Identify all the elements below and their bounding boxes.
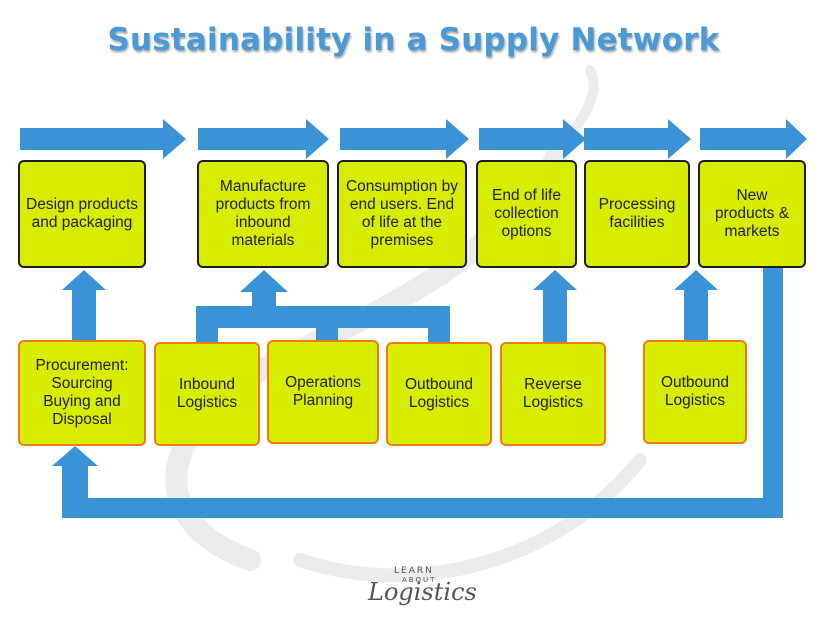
function-procurement: Procurement: Sourcing Buying and Disposa… [18, 340, 146, 446]
up-arrow-reverse [533, 270, 577, 342]
flow-arrow-1 [20, 119, 186, 159]
function-outbound-logistics: Outbound Logistics [386, 342, 492, 446]
function-reverse-logistics: Reverse Logistics [500, 342, 606, 446]
flow-arrow-5 [584, 119, 691, 159]
return-loop-up [52, 446, 98, 518]
stage-end-of-life: End of life collection options [476, 160, 577, 268]
stage-new-products: New products & markets [698, 160, 806, 268]
function-outbound-logistics-2: Outbound Logistics [643, 340, 747, 444]
stage-design: Design products and packaging [18, 160, 146, 268]
function-operations-planning: Operations Planning [267, 340, 379, 444]
logo-wordmark: Logistics [368, 578, 477, 606]
up-arrow-procurement [62, 270, 106, 340]
connector-operations [316, 306, 338, 340]
flow-arrow-4 [479, 119, 586, 159]
page-title: Sustainability in a Supply Network [107, 22, 720, 58]
logo-learn: LEARN [394, 566, 434, 576]
stage-consumption: Consumption by end users. End of life at… [337, 160, 467, 268]
return-loop-down [763, 268, 783, 518]
flow-arrow-3 [340, 119, 469, 159]
function-inbound-logistics: Inbound Logistics [154, 342, 260, 446]
flow-arrow-2 [198, 119, 329, 159]
logo-about: ABOUT [402, 576, 437, 584]
stage-processing: Processing facilities [584, 160, 690, 268]
return-loop-bottom [62, 498, 783, 518]
connector-outbound [428, 306, 450, 346]
stage-manufacture: Manufacture products from inbound materi… [197, 160, 329, 268]
up-arrow-manufacture [240, 270, 288, 308]
logo: LEARN ABOUT Logistics [362, 566, 477, 612]
flow-arrow-6 [700, 119, 807, 159]
connector-inbound [196, 306, 218, 346]
up-arrow-outbound [674, 270, 718, 340]
